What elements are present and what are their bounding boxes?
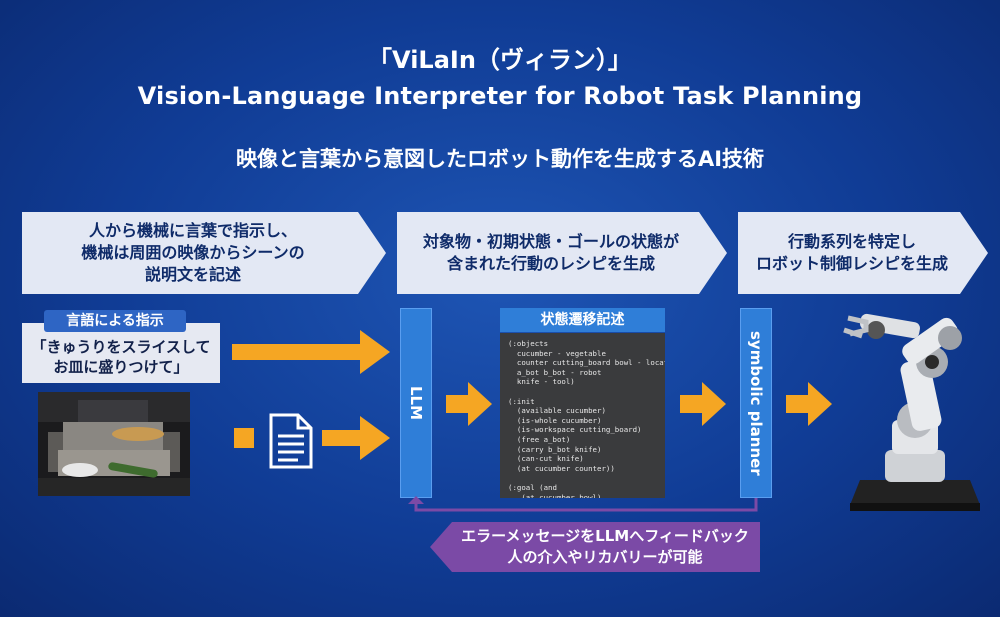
feedback-loop-arrow	[408, 496, 758, 512]
page-subtitle-jp: 映像と言葉から意図したロボット動作を生成するAI技術	[235, 147, 765, 171]
arrow-group-left	[232, 330, 390, 460]
arrow-right-icon	[322, 416, 390, 460]
scene-photo	[38, 392, 190, 496]
step-1-line-2: 機械は周囲の映像からシーンの	[81, 243, 305, 262]
feedback-box: エラーメッセージをLLMへフィードバック 人の介入やリカバリーが可能	[430, 522, 760, 572]
llm-label: LLM	[407, 385, 425, 421]
instruction-box: 「きゅうりをスライスして お皿に盛りつけて」	[22, 323, 220, 383]
document-icon	[269, 413, 313, 469]
step-1-chevron: 人から機械に言葉で指示し、 機械は周囲の映像からシーンの 説明文を記述	[22, 212, 386, 294]
feedback-line-2: 人の介入やリカバリーが可能	[507, 548, 703, 566]
instruction-line-1: 「きゅうりをスライスして	[31, 338, 211, 356]
robot-arm-icon	[843, 313, 980, 511]
instruction-tag: 言語による指示	[44, 310, 186, 332]
symbolic-planner-bar: symbolic planner	[740, 308, 772, 498]
arrow-right-icon	[680, 382, 726, 426]
arrow-tail-square	[234, 428, 254, 448]
step-2-line-1: 対象物・初期状態・ゴールの状態が	[422, 232, 679, 251]
arrow-right-icon	[232, 330, 390, 374]
instruction-line-2: お皿に盛りつけて」	[53, 358, 189, 376]
arrow-right-icon	[786, 382, 832, 426]
step-1-line-3: 説明文を記述	[144, 265, 241, 284]
page-title: 「ViLaIn（ヴィラン）」	[368, 46, 632, 74]
arrow-right-icon	[446, 382, 492, 426]
page-subtitle-en: Vision-Language Interpreter for Robot Ta…	[137, 82, 863, 110]
step-3-line-1: 行動系列を特定し	[787, 232, 916, 251]
step-1-line-1: 人から機械に言葉で指示し、	[88, 221, 297, 240]
symbolic-planner-label: symbolic planner	[747, 330, 765, 476]
feedback-line-1: エラーメッセージをLLMへフィードバック	[461, 527, 749, 545]
state-transition-title: 状態遷移記述	[500, 308, 665, 332]
step-2-chevron: 対象物・初期状態・ゴールの状態が 含まれた行動のレシピを生成	[397, 212, 727, 294]
step-2-line-2: 含まれた行動のレシピを生成	[446, 254, 655, 273]
llm-bar: LLM	[400, 308, 432, 498]
state-transition-code: (:objects cucumber - vegetable counter c…	[500, 333, 665, 498]
step-3-chevron: 行動系列を特定し ロボット制御レシピを生成	[738, 212, 988, 294]
step-3-line-2: ロボット制御レシピを生成	[755, 254, 948, 273]
